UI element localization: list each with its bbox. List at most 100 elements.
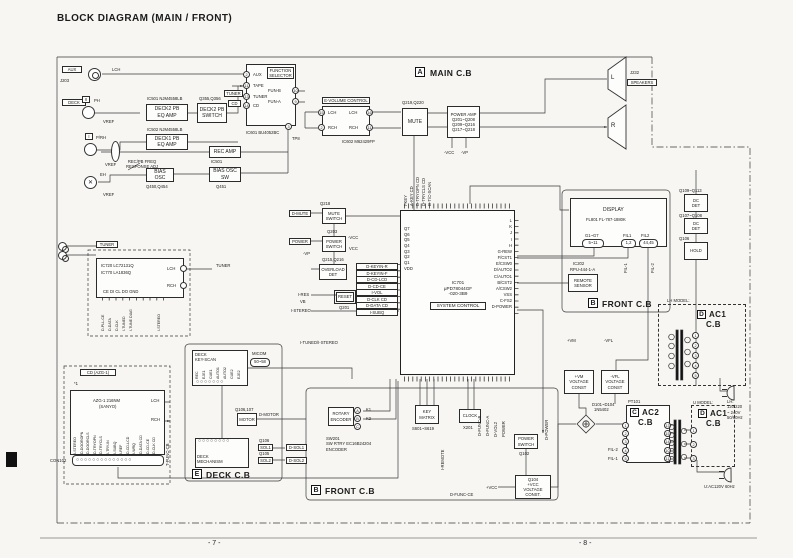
cd-rch-out: RCH bbox=[151, 417, 161, 422]
clock-block: CLOCK bbox=[459, 409, 481, 423]
vref-label-1: VREF bbox=[103, 119, 115, 124]
tuner-header-label: TUNER bbox=[96, 241, 118, 249]
evolume-title: E-VOLUME CONTROL bbox=[322, 97, 370, 105]
ac2-rpin-10: 10 bbox=[664, 447, 671, 454]
ac1-u-cb: C.B bbox=[706, 419, 721, 428]
page-number-left: - 7 - bbox=[208, 540, 221, 547]
power-switch-front-block: POWER SWITCH bbox=[514, 434, 538, 449]
tuner-lch-pin bbox=[180, 265, 187, 272]
ac2-rpin-14: 14 bbox=[664, 438, 671, 445]
ac2-lpin-1: 1 bbox=[622, 422, 629, 429]
micom-top-3: D-TRYCLS CD bbox=[421, 177, 426, 206]
antenna-jack-2 bbox=[58, 251, 69, 262]
vcc-rail-label: +VCC bbox=[486, 485, 498, 490]
cd-pin-5: I-TRY-IN bbox=[106, 440, 110, 454]
ac1-u-pin-1: 1 bbox=[690, 427, 697, 434]
ac2-rpin-11: 11 bbox=[664, 455, 671, 462]
x201-ref: X201 bbox=[463, 425, 473, 430]
vb-label: VB bbox=[300, 299, 306, 304]
print-mark bbox=[6, 452, 17, 467]
speaker-r-letter: R bbox=[611, 123, 616, 129]
evol-lch-in: LCH bbox=[328, 110, 337, 115]
tp8-label: TP8 bbox=[292, 136, 300, 141]
tuner-lch-out: LCH bbox=[167, 266, 176, 271]
ac2-badge: C bbox=[630, 408, 639, 417]
erase-head-icon: ✕ bbox=[84, 176, 97, 189]
evolume-part: IC602 M62429FP bbox=[342, 139, 375, 144]
d-mute-signal: D-MUTE bbox=[289, 210, 311, 218]
micom-left-pins: Q7 Q6 Q5 Q4 Q3 Q2 Q1 VDD bbox=[404, 226, 413, 271]
cd-pin-8: D-CD-LCD bbox=[125, 436, 130, 454]
rdet-q3-ref: Q106 bbox=[679, 236, 690, 241]
rec-amp-part: IC501 bbox=[211, 159, 223, 164]
deck1-head-label: P/RH bbox=[96, 135, 107, 140]
mute-switch-block: MUTE SWITCH bbox=[322, 208, 346, 224]
micom-role-label: SYSTEM CONTROL bbox=[430, 302, 486, 310]
display-fil1-pins: 1,2 bbox=[621, 239, 636, 248]
ac1-lh-cb: C.B bbox=[706, 320, 721, 329]
display-fil2-pins: 44,45 bbox=[639, 239, 658, 248]
scanpin-0: REC bbox=[195, 371, 199, 379]
micom-lbox-7: I-SUBQ bbox=[356, 308, 398, 316]
tuner-region bbox=[87, 249, 191, 337]
deck2-head-icon bbox=[82, 106, 95, 119]
k2-label: K2 bbox=[366, 416, 372, 421]
fun-a-label: FUN-A bbox=[268, 99, 281, 104]
tuner-source-label: TUNER bbox=[224, 90, 243, 98]
micom-right-pins: L K J I H G-REW F/CST1 E/CSW0 D/AUTO2 C/… bbox=[491, 218, 512, 310]
ac1-u-pin-2: 2 bbox=[690, 441, 697, 448]
aux-lch-label: LCH bbox=[112, 67, 121, 72]
ac2-rpin-15: 15 bbox=[664, 430, 671, 437]
bias-osc-sw-part: Q451 bbox=[216, 184, 227, 189]
vref-label-3: VREF bbox=[103, 192, 115, 197]
ac2-rpin-13: 13 bbox=[664, 422, 671, 429]
micom-top-2: D-TRYOPN CD bbox=[415, 176, 420, 206]
fun-b-label: FUN-B bbox=[268, 88, 281, 93]
antenna-jack-1 bbox=[58, 242, 69, 253]
fsel-pin-14: 14 bbox=[243, 102, 250, 109]
cd-pin-10: D-DATA CD bbox=[139, 435, 143, 454]
tun-pin-3: I-TUNED bbox=[122, 316, 126, 331]
fsel-part: IC601 BU4052BC bbox=[246, 130, 280, 135]
aux-jack-ref: J203 bbox=[60, 78, 70, 83]
deck-cb-label: DECK C.B bbox=[206, 470, 251, 480]
cd-note: *1 bbox=[74, 381, 78, 386]
power-wire-label: POWER bbox=[501, 421, 506, 437]
plug-u-icon bbox=[719, 467, 732, 483]
rec-amp-block: REC AMP bbox=[209, 146, 241, 158]
sol1-block: SOL1 bbox=[258, 444, 273, 452]
page-number-right: - 8 - bbox=[579, 540, 592, 547]
display-title: DISPLAY bbox=[603, 207, 624, 213]
evol-pin-16: 16 bbox=[366, 109, 373, 116]
mute-part: Q219,Q220 bbox=[402, 100, 424, 105]
evol-pin-2: 2 bbox=[318, 124, 325, 131]
d-sol2-signal: D-SOL2 bbox=[286, 457, 307, 465]
cd-lch-out: LCH bbox=[151, 398, 160, 403]
ac1-lh-pin-3: 3 bbox=[692, 352, 699, 359]
cd-header-label: CD (AZG-1) bbox=[80, 369, 116, 377]
display-part: FL801 FL-787-1880K bbox=[586, 217, 626, 222]
cd-pin-12: D-CLK CD bbox=[152, 437, 157, 454]
d-vol2-label: D-VOL2 bbox=[493, 421, 498, 437]
u-model-label: U MODEL: bbox=[693, 400, 714, 405]
cd-pin-1: D-DOOROPN bbox=[79, 431, 84, 454]
display-body bbox=[570, 198, 667, 247]
deck2-eq-amp-block: DECK2 PB EQ AMP bbox=[146, 104, 188, 121]
deck-keyscan-body bbox=[192, 350, 248, 386]
remote-sensor-block: REMOTE SENSOR bbox=[568, 274, 598, 292]
fsel-pin-11: 11 bbox=[243, 82, 250, 89]
vfl-const-block: -VFL VOLTAGE CONST bbox=[601, 370, 629, 394]
ac2-lpin-3: 3 bbox=[622, 438, 629, 445]
rotary-pin-b: B bbox=[354, 415, 361, 422]
vcc-const-block: Q104 +VCC VOLTAGE CONST. bbox=[515, 475, 551, 499]
tuner-pin-names: CE DI CL DO GND bbox=[103, 289, 139, 294]
tuner-body bbox=[96, 258, 184, 298]
ac1-lh-pin-5: 5 bbox=[692, 372, 699, 379]
con102-dots: ○○○○○○○○○○○○○○ bbox=[76, 457, 133, 463]
display-fil2-label: FIL2 bbox=[641, 233, 650, 238]
main-cb-badge: A bbox=[415, 67, 425, 77]
mech-connector-dots: ○○○○○○○○ bbox=[198, 438, 231, 444]
vfl-rail-label: -VFL bbox=[604, 338, 614, 343]
front-right-region bbox=[561, 189, 671, 313]
d-func-a-label: D-FUNC-A bbox=[485, 415, 490, 436]
